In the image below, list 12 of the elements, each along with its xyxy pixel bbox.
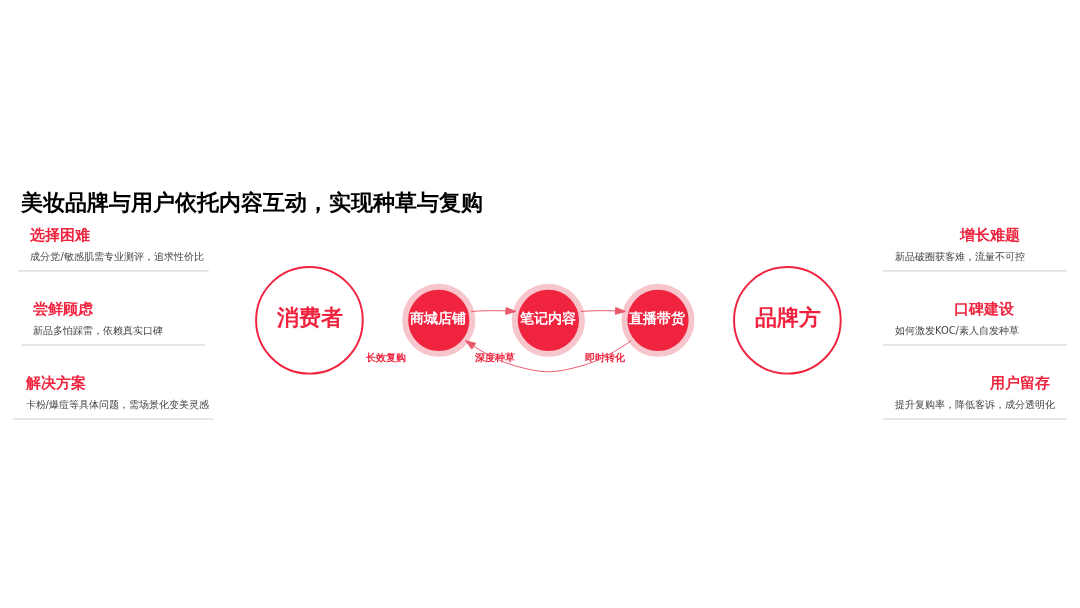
node-circle: 消费者 xyxy=(255,265,364,375)
node-text: 口碑建设 如何激发KOC/素人自发种草 xyxy=(895,299,1019,336)
node-text: 尝鲜顾虑 新品多怕踩雷，依赖真实口碑 xyxy=(33,299,164,336)
node-text: 增长难题 新品破圈获客难，流量不可控 xyxy=(895,225,1026,262)
node-circle: 品牌方 xyxy=(733,265,842,375)
node-text: 用户留存 提升复购率，降低客诉，成分透明化 xyxy=(895,373,1056,410)
arrow xyxy=(465,339,632,372)
arrow xyxy=(470,306,517,315)
diagram-title: 美妆品牌与用户依托内容互动，实现种草与复购 xyxy=(21,189,484,215)
node-text: 解决方案 卡粉/爆痘等具体问题，需场景化变美灵感 xyxy=(25,373,209,410)
node-text: 选择困难 成分党/敏感肌需专业测评，追求性价比 xyxy=(30,225,204,262)
arrow xyxy=(580,306,626,315)
